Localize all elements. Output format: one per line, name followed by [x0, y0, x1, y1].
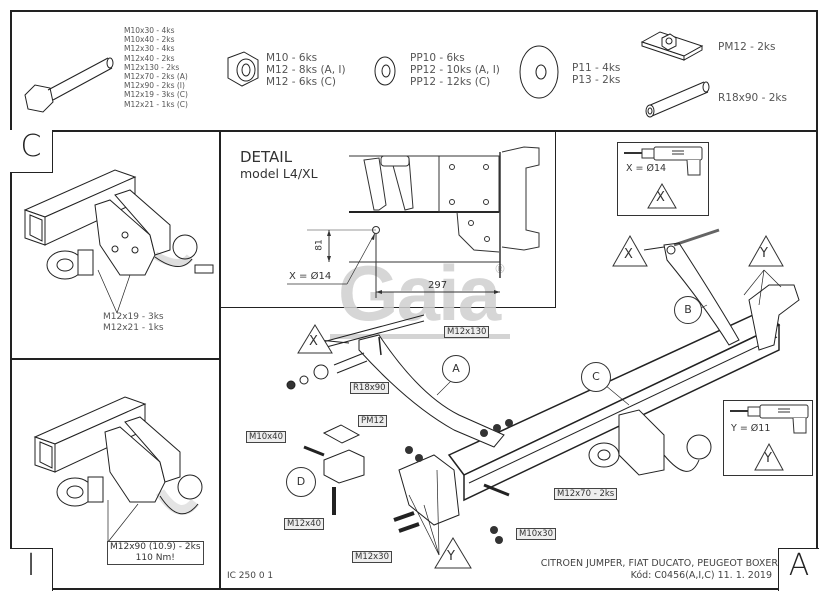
washer-list: PP10 - 6ks PP12 - 10ks (A, I) PP12 - 12k…: [410, 52, 500, 88]
drill-y-label: Y = Ø11: [731, 423, 771, 434]
watermark-underline: [330, 334, 510, 339]
drill-box-y: [723, 400, 813, 476]
divider-left-mid: [10, 358, 220, 360]
washer-item: PP10 - 6ks: [410, 52, 465, 64]
label-r18x90: R18x90: [350, 382, 389, 394]
detail-right-border: [555, 130, 556, 308]
bolt-item: M12x19 - 3ks (C): [124, 90, 188, 100]
drill-icon: [730, 404, 809, 434]
panel-c-letter: C: [10, 130, 53, 173]
marker-x-text: X: [309, 334, 318, 349]
panel-i-letter: I: [10, 548, 53, 591]
marker-x-text: X: [656, 190, 665, 205]
detail-frame-drawing: [287, 146, 540, 298]
plate-nut-icon: [640, 31, 704, 61]
divider-top: [10, 130, 818, 132]
bolt-item: M12x30 - 4ks: [124, 44, 175, 54]
marker-x-triangle: [297, 324, 333, 354]
part-d-marker: D: [286, 467, 316, 497]
label-m12x130: M12x130: [444, 326, 490, 338]
bolt-icon: [24, 57, 114, 113]
label-m12x40: M12x40: [284, 518, 324, 530]
label-m12x70: M12x70 - 2ks: [554, 488, 618, 500]
vehicle-models: CITROEN JUMPER, FIAT DUCATO, PEUGEOT BOX…: [540, 558, 778, 569]
marker-x-text: X: [624, 247, 633, 262]
bolt-item: M12x130 - 2ks: [124, 62, 180, 72]
flat-washer-list: P11 - 4ks P13 - 2ks: [572, 62, 620, 86]
marker-x-triangle: [612, 234, 648, 267]
flat-washer-item: P11 - 4ks: [572, 62, 621, 74]
marker-y-text: Y: [760, 246, 768, 261]
marker-y-text: Y: [764, 451, 772, 466]
hitch-variant-i-drawing: [33, 396, 203, 543]
drill-x-label: X = Ø14: [626, 163, 667, 174]
part-b-marker: B: [674, 296, 702, 324]
panel-c-callout: M12x19 - 3ks M12x21 - 1ks: [103, 312, 164, 334]
drawing-frame: [10, 10, 818, 590]
washer-item: PP12 - 12ks (C): [410, 76, 491, 88]
washer-icon: [374, 56, 396, 86]
detail-subtitle: model L4/XL: [240, 166, 318, 181]
bolt-item: M12x40 - 2ks: [124, 53, 175, 63]
nut-item: M12 - 8ks (A, I): [266, 64, 346, 76]
sheet-letter: A: [778, 548, 819, 591]
drill-icon: [624, 146, 703, 176]
callout-line: M12x90 (10.9) - 2ks: [110, 542, 201, 552]
detail-bottom-border: [219, 307, 556, 308]
panel-i-callout: M12x90 (10.9) - 2ks 110 Nm!: [107, 541, 204, 565]
drawing-number: IC 250 0 1: [227, 571, 274, 581]
part-a-marker: A: [442, 355, 470, 383]
nut-list: M10 - 6ks M12 - 8ks (A, I) M12 - 6ks (C): [266, 52, 346, 88]
label-m12x30: M12x30: [352, 551, 392, 563]
callout-line: M12x19 - 3ks: [103, 312, 164, 322]
callout-line: 110 Nm!: [135, 553, 175, 563]
product-code-date: Kód: C0456(A,I,C) 11. 1. 2019: [630, 570, 772, 581]
spacer-tube-label: R18x90 - 2ks: [718, 92, 787, 104]
label-m10x30: M10x30: [516, 528, 556, 540]
main-assembly-drawing: [286, 228, 800, 556]
hole-diameter-label: X = Ø14: [289, 271, 332, 282]
flat-washer-item: P13 - 2ks: [572, 74, 621, 86]
flat-washer-icon: [519, 45, 559, 99]
callout-line: M12x21 - 1ks: [103, 323, 164, 333]
bolt-item: M12x70 - 2ks (A): [124, 72, 188, 82]
washer-item: PP12 - 10ks (A, I): [410, 64, 500, 76]
detail-title: DETAIL: [240, 148, 293, 166]
bolt-item: M12x90 - 2ks (I): [124, 81, 185, 91]
label-pm12: PM12: [358, 415, 388, 427]
part-c-marker: C: [581, 362, 611, 392]
nut-item: M12 - 6ks (C): [266, 76, 336, 88]
hitch-variant-c-drawing: [23, 169, 214, 314]
marker-y-triangle: [748, 234, 784, 267]
nut-icon: [227, 51, 259, 87]
dimension-horizontal: 297: [428, 280, 448, 291]
drill-box-x: [617, 142, 709, 216]
divider-left: [219, 130, 221, 590]
bolt-list: M10x30 - 4ks M10x40 - 2ks M12x30 - 4ks M…: [124, 26, 188, 109]
nut-item: M10 - 6ks: [266, 52, 318, 64]
plate-nut-label: PM12 - 2ks: [718, 41, 776, 53]
marker-y-triangle: [754, 442, 784, 471]
label-m10x40: M10x40: [246, 431, 286, 443]
marker-x-triangle: [647, 183, 677, 209]
marker-y-triangle: [434, 537, 472, 569]
spacer-tube-icon: [645, 81, 710, 118]
bolt-item: M10x30 - 4ks: [124, 26, 175, 35]
bolt-item: M10x40 - 2ks: [124, 35, 175, 45]
marker-y-text: Y: [447, 549, 455, 564]
bolt-item: M12x21 - 1ks (C): [124, 99, 188, 109]
